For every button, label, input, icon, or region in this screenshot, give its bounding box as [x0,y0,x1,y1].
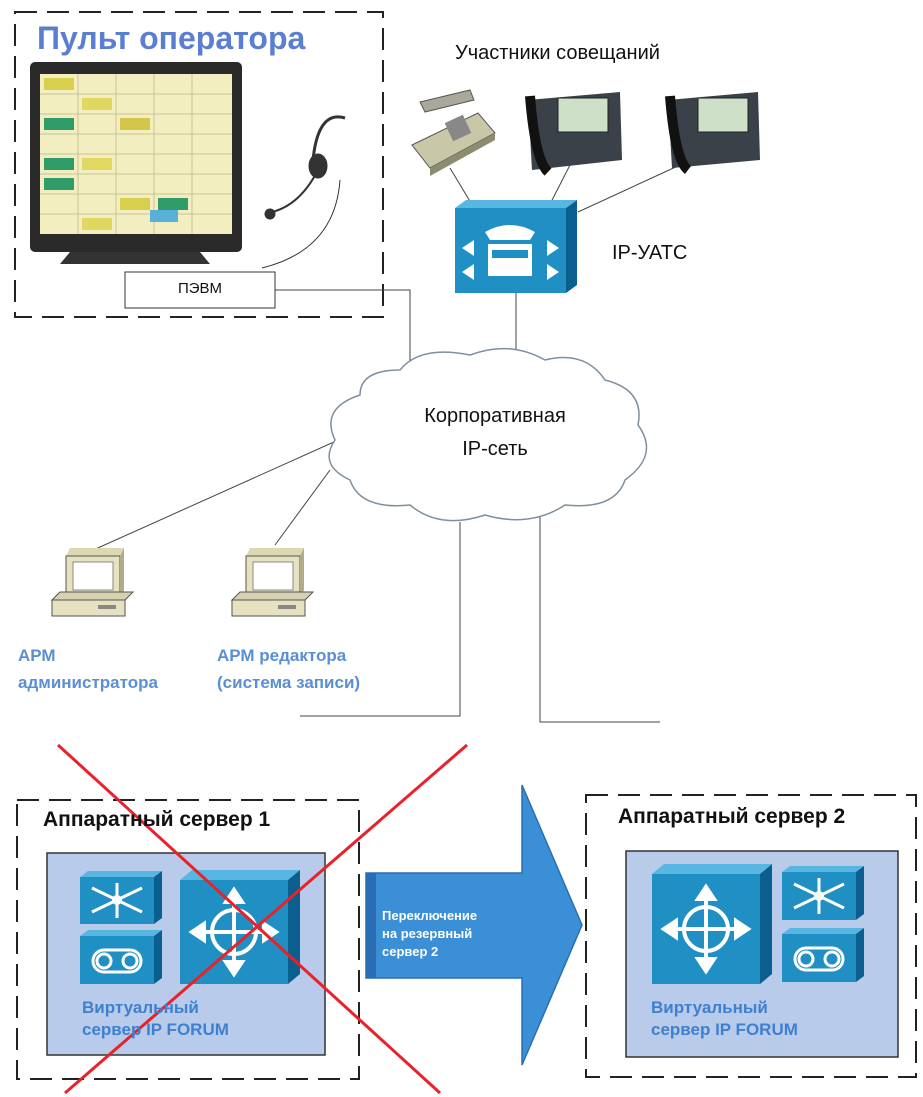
server1-title: Аппаратный сервер 1 [43,808,271,831]
editor-workstation-label-line2: (система записи) [217,673,361,692]
corporate-network-cloud [328,347,648,522]
server1-conference-icon [80,871,162,924]
server1-virtual-label-line1: Виртуальный [82,998,199,1017]
desk-phone-icon [411,89,496,176]
failover-arrow-edge [366,873,376,978]
failure-cross-icon [56,743,468,1095]
pc-label: ПЭВМ [177,280,223,297]
ip-pbx-icon [455,200,577,293]
server2-title: Аппаратный сервер 2 [618,805,846,828]
server1-frame [16,799,360,1080]
server2-virtual-label-line1: Виртуальный [651,998,768,1017]
line-phone3-pbx [577,164,681,213]
line-network-server2 [539,515,660,723]
server2-voicemail-icon [782,928,864,982]
server2-frame [585,794,917,1078]
network-label-line2: IP-сеть [462,438,528,460]
pbx-label: IP-УАТС [612,242,688,264]
editor-workstation-label-line1: АРМ редактора [217,646,347,665]
operator-console-frame [14,11,384,318]
editor-workstation-icon [230,548,315,617]
ip-phone-icon-1 [525,92,622,176]
server2-router-icon [652,864,772,984]
line-network-admin [79,436,346,557]
failover-label-line1: Переключение [382,908,478,923]
failover-label-line2: на резервный [382,926,473,941]
line-pc-network [275,289,411,378]
participants-title: Участники совещаний [455,42,660,64]
network-label-line1: Корпоративная [424,405,566,427]
server1-router-icon [180,870,300,984]
admin-workstation-label-line1: АРМ [18,646,56,665]
server2-conference-icon [782,866,864,920]
monitor-icon [30,62,242,264]
server2-virtual-label-line2: сервер IP FORUM [651,1020,798,1039]
admin-workstation-label-line2: администратора [18,673,158,692]
line-network-server1 [300,522,461,717]
failover-label-line3: сервер 2 [382,944,439,959]
headset-icon [261,115,346,269]
operator-console-title: Пульт оператора [37,20,306,56]
line-network-editor [274,469,331,546]
ip-phone-icon-2 [665,92,760,174]
failover-arrow [365,784,583,1066]
pc-box [124,271,276,309]
server1-voicemail-icon [80,930,162,984]
admin-workstation-icon [50,548,135,617]
server1-virtual-label-line2: сервер IP FORUM [82,1020,229,1039]
